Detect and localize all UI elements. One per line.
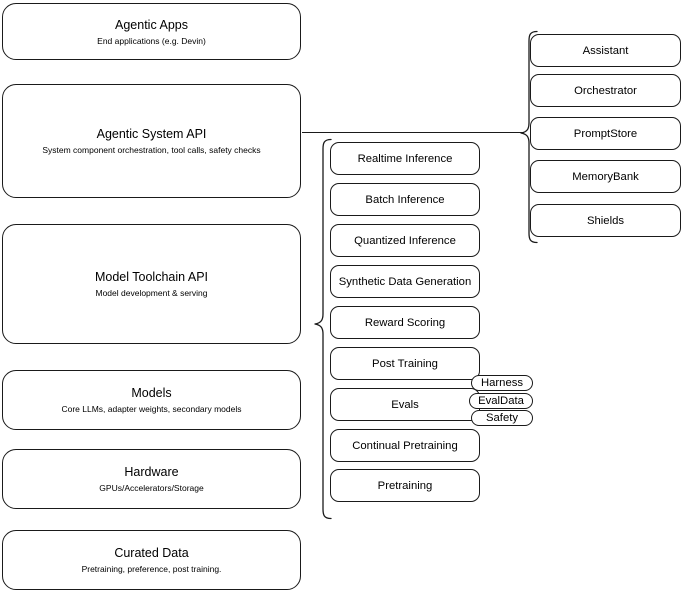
layer-title: Models [131,386,172,400]
component-label: MemoryBank [572,170,639,183]
layer-model-toolchain-api[interactable]: Model Toolchain API Model development & … [2,224,301,344]
component-orchestrator[interactable]: Orchestrator [530,74,681,107]
component-assistant[interactable]: Assistant [530,34,681,67]
layer-subtitle: Model development & serving [95,288,208,298]
cap-label: Evals [391,398,419,411]
layer-title: Curated Data [114,546,189,560]
layer-subtitle: End applications (e.g. Devin) [97,35,206,46]
layer-agentic-apps[interactable]: Agentic Apps End applications (e.g. Devi… [2,3,301,60]
cap-pretraining[interactable]: Pretraining [330,469,480,502]
cap-reward-scoring[interactable]: Reward Scoring [330,306,480,339]
cap-quantized-inference[interactable]: Quantized Inference [330,224,480,257]
bracket-system-components [520,30,538,244]
component-shields[interactable]: Shields [530,204,681,237]
pill-label: Safety [485,411,519,424]
bracket-toolchain [314,138,332,520]
layer-title: Agentic Apps [115,17,188,32]
cap-label: Synthetic Data Generation [338,275,472,288]
layer-title: Model Toolchain API [94,270,209,284]
component-label: Orchestrator [574,84,637,97]
cap-label: Batch Inference [365,193,445,206]
layer-curated-data[interactable]: Curated Data Pretraining, preference, po… [2,530,301,590]
pill-label: EvalData [478,394,524,407]
layer-hardware[interactable]: Hardware GPUs/Accelerators/Storage [2,449,301,509]
layer-models[interactable]: Models Core LLMs, adapter weights, secon… [2,370,301,430]
pill-safety[interactable]: Safety [471,410,533,426]
connector-system-api-to-components [302,132,524,134]
component-memorybank[interactable]: MemoryBank [530,160,681,193]
cap-synthetic-data-generation[interactable]: Synthetic Data Generation [330,265,480,298]
cap-continual-pretraining[interactable]: Continual Pretraining [330,429,480,462]
cap-realtime-inference[interactable]: Realtime Inference [330,142,480,175]
pill-label: Harness [480,376,524,389]
layer-subtitle: GPUs/Accelerators/Storage [99,483,204,493]
cap-post-training[interactable]: Post Training [330,347,480,380]
pill-harness[interactable]: Harness [471,375,533,391]
component-label: Shields [586,214,625,227]
cap-evals[interactable]: Evals [330,388,480,421]
cap-label: Continual Pretraining [352,439,458,452]
layer-title: Hardware [124,465,179,479]
cap-label: Post Training [372,357,438,370]
layer-subtitle: Pretraining, preference, post training. [81,564,222,574]
cap-label: Quantized Inference [354,234,456,247]
component-label: PromptStore [573,127,638,140]
component-promptstore[interactable]: PromptStore [530,117,681,150]
layer-subtitle: Core LLMs, adapter weights, secondary mo… [61,404,242,414]
cap-label: Reward Scoring [364,316,446,329]
pill-evaldata[interactable]: EvalData [469,393,533,409]
cap-label: Realtime Inference [357,152,453,165]
layer-subtitle: System component orchestration, tool cal… [42,145,261,155]
layer-agentic-system-api[interactable]: Agentic System API System component orch… [2,84,301,198]
component-label: Assistant [582,44,629,57]
layer-title: Agentic System API [96,127,207,141]
cap-batch-inference[interactable]: Batch Inference [330,183,480,216]
cap-label: Pretraining [377,479,433,492]
